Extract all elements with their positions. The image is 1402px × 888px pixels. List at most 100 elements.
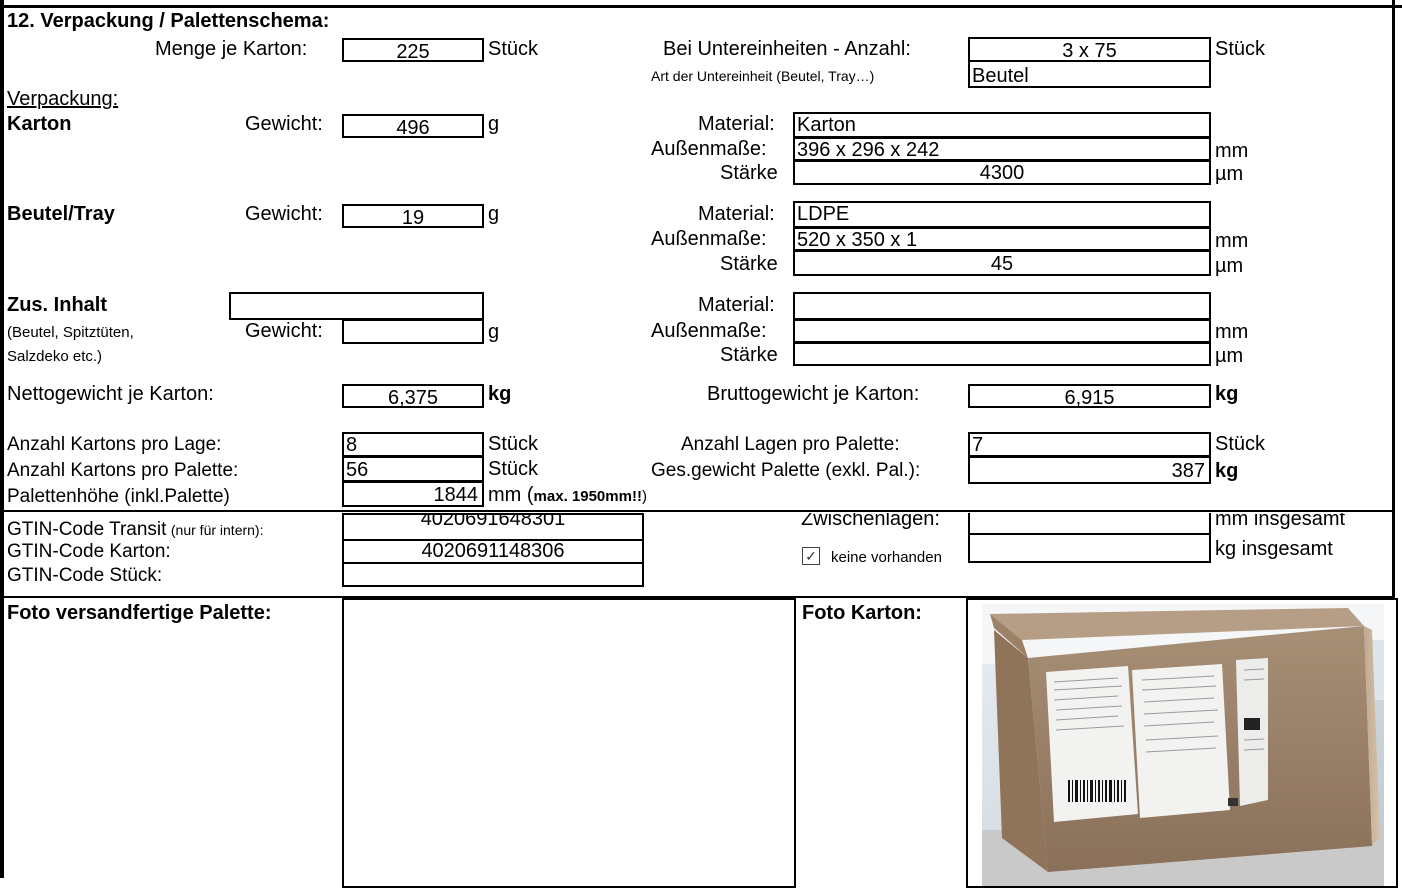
label-text-lines [1053, 668, 1265, 753]
palettenhoehe-unit-group: mm (max. 1950mm!!) [488, 484, 647, 506]
gtin-transit-label-group: GTIN-Code Transit (nur für intern): [7, 519, 263, 540]
verpackung-label: Verpackung: [7, 88, 119, 110]
keine-vorhanden-label: keine vorhanden [831, 549, 942, 566]
section-title: 12. Verpackung / Palettenschema: [7, 10, 330, 32]
foto-karton-label: Foto Karton: [802, 602, 922, 624]
gtin-transit-note: (nur für intern): [170, 522, 264, 538]
foto-palette-label: Foto versandfertige Palette: [7, 602, 272, 624]
gtin-karton-label: GTIN-Code Karton: [7, 541, 171, 562]
netto-unit: kg [488, 383, 512, 405]
foto-palette-frame[interactable] [342, 598, 796, 888]
zus-material-label: Material: [698, 294, 775, 316]
brutto-field[interactable]: 6,915 [968, 384, 1211, 408]
ges-gewicht-unit: kg [1215, 460, 1239, 482]
ges-gewicht-label: Ges.gewicht Palette (exkl. Pal.): [651, 460, 921, 481]
barcode [1068, 780, 1126, 802]
brutto-label: Bruttogewicht je Karton: [707, 383, 920, 405]
palettenhoehe-max: max. 1950mm!! [533, 488, 642, 505]
menge-field[interactable]: 225 [342, 38, 484, 62]
karton-aussen-label: Außenmaße: [651, 138, 767, 160]
zus-staerke-field[interactable] [793, 342, 1211, 366]
lagen-palette-field[interactable]: 7 [968, 432, 1211, 457]
kartons-lage-field[interactable]: 8 [342, 432, 484, 457]
top-border [0, 0, 1402, 8]
lagen-palette-unit: Stück [1215, 433, 1266, 455]
karton-material-label: Material: [698, 113, 775, 135]
zus-staerke-label: Stärke [720, 344, 778, 366]
zus-gewicht-field[interactable] [342, 319, 484, 344]
zus-note-1: (Beutel, Spitztüten, [7, 324, 134, 341]
separator-line [0, 510, 1395, 512]
menge-unit: Stück [488, 38, 539, 60]
karton-gewicht-label: Gewicht: [245, 113, 323, 135]
beutel-material-field[interactable]: LDPE [793, 201, 1211, 228]
photo-separator [0, 596, 1395, 598]
gtin-transit-label: GTIN-Code Transit [7, 519, 167, 540]
art-untereinheit-field[interactable]: Beutel [968, 60, 1211, 88]
gtin-karton-field[interactable]: 4020691148306 [342, 539, 644, 564]
beutel-name: Beutel/Tray [7, 203, 115, 225]
zus-gewicht-unit: g [488, 321, 500, 343]
karton-aussen-unit: mm [1215, 140, 1249, 162]
karton-gewicht-unit: g [488, 113, 500, 135]
ges-gewicht-field[interactable]: 387 [968, 456, 1211, 484]
beutel-gewicht-field[interactable]: 19 [342, 204, 484, 228]
karton-name: Karton [7, 113, 72, 135]
karton-staerke-label: Stärke [720, 162, 778, 184]
zwischenlagen-kg-field[interactable] [968, 533, 1211, 563]
karton-gewicht-field[interactable]: 496 [342, 114, 484, 138]
qr-code [1244, 718, 1260, 730]
beutel-staerke-unit: µm [1215, 255, 1244, 277]
zus-material-field[interactable] [793, 292, 1211, 320]
beutel-aussen-field[interactable]: 520 x 350 x 1 [793, 227, 1211, 251]
zwischenlagen-unit1-wrap: mm insgesamt [1215, 513, 1345, 533]
gtin-stueck-label: GTIN-Code Stück: [7, 565, 163, 586]
lagen-palette-label: Anzahl Lagen pro Palette: [681, 434, 900, 455]
palettenhoehe-label: Palettenhöhe (inkl.Palette) [7, 486, 230, 507]
palettenhoehe-close: ) [641, 488, 647, 505]
right-border [1392, 0, 1395, 878]
zwischenlagen-label-wrap: Zwischenlagen: [801, 513, 940, 533]
gtin-transit-value: 4020691648301 [420, 513, 566, 530]
zwischenlagen-mm-field[interactable] [968, 513, 1211, 535]
zus-name: Zus. Inhalt [7, 294, 107, 316]
untereinheiten-label: Bei Untereinheiten - Anzahl: [663, 38, 911, 60]
menge-label: Menge je Karton: [155, 38, 308, 60]
zus-gewicht-label: Gewicht: [245, 320, 323, 342]
art-untereinheit-label: Art der Untereinheit (Beutel, Tray…) [651, 68, 875, 84]
palettenhoehe-unit: mm ( [488, 484, 534, 506]
foto-karton-frame[interactable] [966, 598, 1398, 888]
kartons-palette-unit: Stück [488, 458, 539, 480]
beutel-material-label: Material: [698, 203, 775, 225]
zwischenlagen-unit1: mm insgesamt [1215, 513, 1346, 530]
zus-aussen-field[interactable] [793, 319, 1211, 343]
palettenhoehe-field[interactable]: 1844 [342, 481, 484, 507]
kartons-palette-label: Anzahl Kartons pro Palette: [7, 460, 239, 481]
zus-name-field[interactable] [229, 292, 484, 320]
karton-photo [982, 604, 1384, 886]
untereinheiten-field[interactable]: 3 x 75 [968, 37, 1211, 62]
beutel-staerke-label: Stärke [720, 253, 778, 275]
gtin-transit-field[interactable]: 4020691648301 [342, 513, 644, 541]
zus-aussen-label: Außenmaße: [651, 320, 767, 342]
beutel-staerke-field[interactable]: 45 [793, 250, 1211, 276]
brutto-unit: kg [1215, 383, 1239, 405]
karton-aussen-field[interactable]: 396 x 296 x 242 [793, 137, 1211, 161]
zus-aussen-unit: mm [1215, 321, 1249, 343]
karton-material-field[interactable]: Karton [793, 112, 1211, 138]
left-border [0, 0, 4, 878]
karton-staerke-field[interactable]: 4300 [793, 160, 1211, 185]
netto-label: Nettogewicht je Karton: [7, 383, 214, 405]
karton-staerke-unit: µm [1215, 163, 1244, 185]
kartons-lage-label: Anzahl Kartons pro Lage: [7, 434, 222, 455]
zwischenlagen-unit2: kg insgesamt [1215, 538, 1333, 560]
gtin-stueck-field[interactable] [342, 562, 644, 587]
beutel-aussen-unit: mm [1215, 230, 1249, 252]
keine-vorhanden-checkbox[interactable]: ✓ [802, 547, 820, 565]
logo-mark [1228, 798, 1238, 806]
zus-note-2: Salzdeko etc.) [7, 348, 103, 365]
beutel-gewicht-unit: g [488, 203, 500, 225]
netto-field[interactable]: 6,375 [342, 384, 484, 408]
kartons-palette-field[interactable]: 56 [342, 456, 484, 482]
zus-staerke-unit: µm [1215, 345, 1244, 367]
